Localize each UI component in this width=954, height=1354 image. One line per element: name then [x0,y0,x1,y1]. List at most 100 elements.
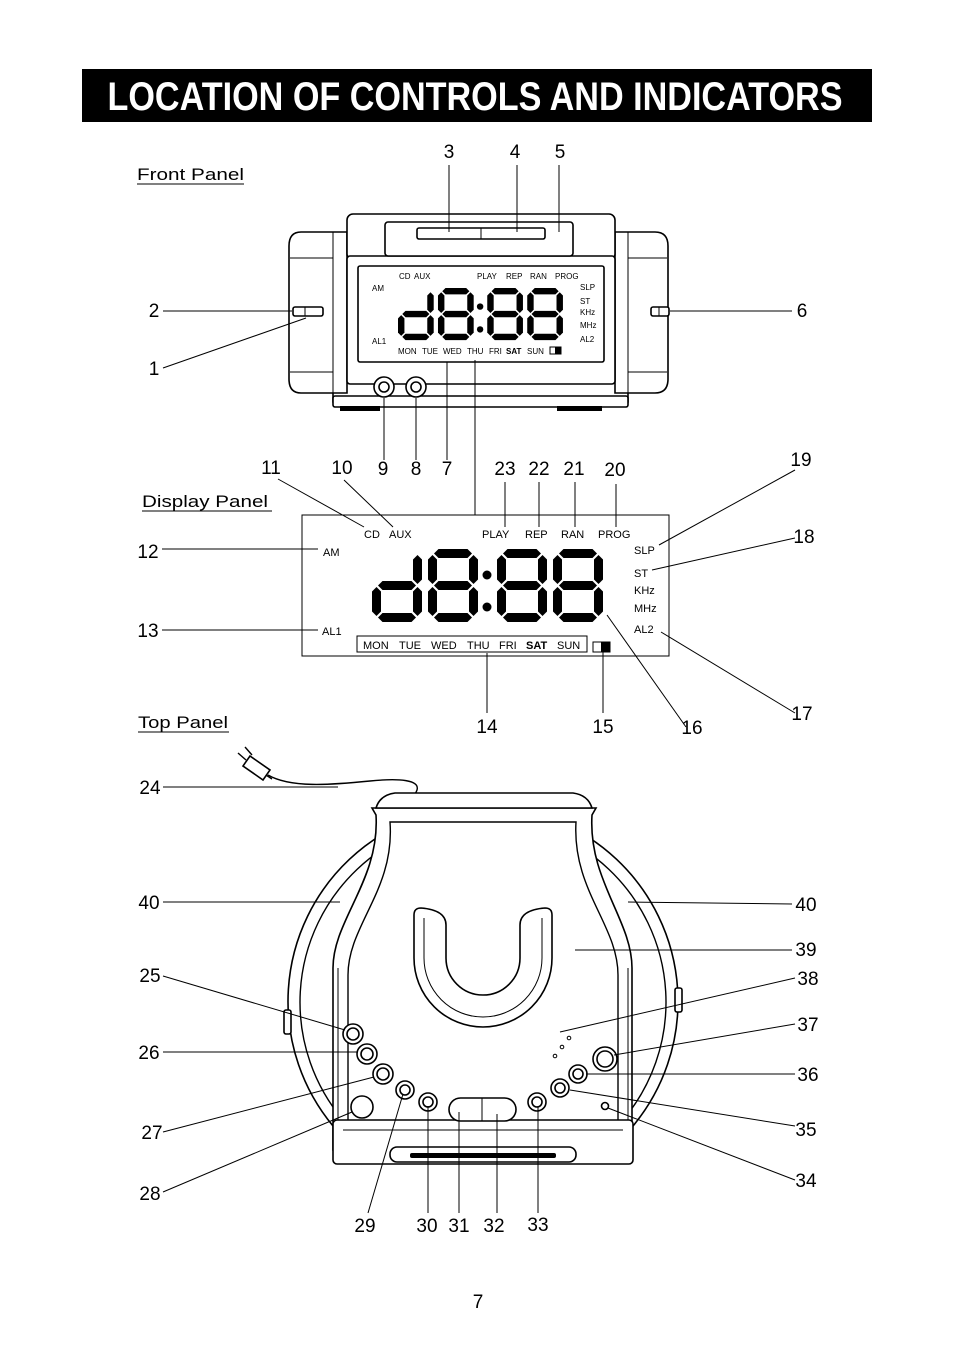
title-bar [82,69,872,122]
page-title: LOCATION OF CONTROLS AND INDICATORS [108,75,843,119]
display-lcd-day-sun: SUN [557,640,580,652]
callout-30: 30 [416,1216,437,1237]
callout-40-right: 40 [795,895,816,916]
lcd-segment [503,549,541,558]
lcd-segment [442,333,470,341]
callout-10: 10 [331,458,352,479]
callout-33: 33 [527,1215,548,1236]
front-lcd-prog: PROG [555,272,579,281]
leader-line-29 [367,1093,404,1214]
front-lcd-labels: CD AUX PLAY REP RAN PROG AM SLP ST KHz M… [372,272,596,356]
callout-26: 26 [138,1043,159,1064]
leader-line-34 [607,1107,796,1181]
front-lcd-cd: CD [399,272,411,281]
leader-line-38 [559,977,796,1033]
lcd-segment [538,555,547,584]
callout-18: 18 [793,527,814,548]
button-28 [350,1095,374,1119]
button-30-center [422,1096,434,1108]
callout-7: 7 [442,459,453,480]
right-side-tab [674,987,683,1013]
lcd-segment [491,288,519,295]
display-leader-lines [162,469,796,728]
leader-line-16 [606,614,687,728]
left-side-tab [283,1009,292,1035]
display-panel-frame [301,514,670,657]
callout-23: 23 [494,459,515,480]
lcd-segment [491,310,519,318]
callout-4: 4 [510,142,521,163]
front-lcd-day-mon: MON [398,347,417,356]
display-lcd-slp: SLP [634,545,655,557]
plug-body [241,754,272,782]
lcd-segment [469,587,478,616]
left-foot [340,406,380,411]
display-lcd-rep: REP [525,529,548,541]
front-lcd-digits [398,288,563,341]
plug-prong-1 [237,752,247,761]
lcd-segment [491,333,519,341]
indicator-dot-3 [566,1035,572,1041]
display-lcd-labels: CD AUX PLAY REP RAN PROG AM SLP ST KHz M… [322,529,657,653]
callout-21: 21 [563,459,584,480]
display-lcd-day-wed: WED [431,640,457,652]
lcd-segment [497,587,506,616]
lid-inner [347,821,619,1150]
display-lcd-ran: RAN [561,529,584,541]
lcd-segment [531,310,559,318]
lcd-segment [428,555,437,584]
lcd-segment [434,549,472,558]
lcd-segment [378,581,416,590]
indicator-34 [600,1101,610,1111]
lcd-segment [378,613,416,622]
front-lcd-al2: AL2 [580,335,595,344]
lcd-segment [556,315,563,336]
callout-20: 20 [604,460,625,481]
front-leader-lines [162,165,792,515]
lcd-segment [437,292,445,313]
lcd-segment [398,315,405,336]
lcd-segment [527,292,534,313]
callout-40-left: 40 [138,893,159,914]
callout-36: 36 [797,1065,818,1086]
lcd-segment [553,587,562,616]
lcd-segment [531,288,559,295]
left-switch [292,306,324,317]
front-panel-heading: Front Panel [137,165,244,184]
lid-outer [332,807,633,1151]
top-panel-heading: Top Panel [138,713,228,732]
display-lcd-digits [372,549,603,622]
button-29-center [399,1084,411,1096]
callout-34: 34 [795,1171,817,1192]
lcd-segment [469,555,478,584]
callout-9: 9 [378,459,389,480]
lcd-segment [427,315,434,336]
callout-31: 31 [448,1216,469,1237]
lcd-segment [516,292,523,313]
top-leader-lines [162,786,796,1214]
page-number: 7 [473,1292,484,1313]
display-lcd-st: ST [634,568,648,580]
display-lcd-am: AM [323,547,340,559]
knob-9-center [378,381,390,393]
lcd-segment [487,315,494,336]
callout-22: 22 [528,459,549,480]
lcd-segment [413,587,422,616]
lcd-segment [402,310,430,318]
lcd-segment [559,549,597,558]
leader-line-28 [162,1111,353,1193]
callout-13: 13 [137,621,158,642]
lid-u-grip-bevel [423,918,543,1018]
callout-39: 39 [795,940,816,961]
display-lcd-prog: PROG [598,529,630,541]
lcd-segment [467,315,474,336]
front-lcd-battery-fill [555,347,561,354]
base-bar [332,395,629,408]
button-25-center [346,1027,360,1041]
leader-line-17 [660,631,796,714]
knob-8-center [410,381,422,393]
lcd-segment [402,333,430,341]
lcd-segment [538,587,547,616]
callout-24: 24 [139,778,161,799]
